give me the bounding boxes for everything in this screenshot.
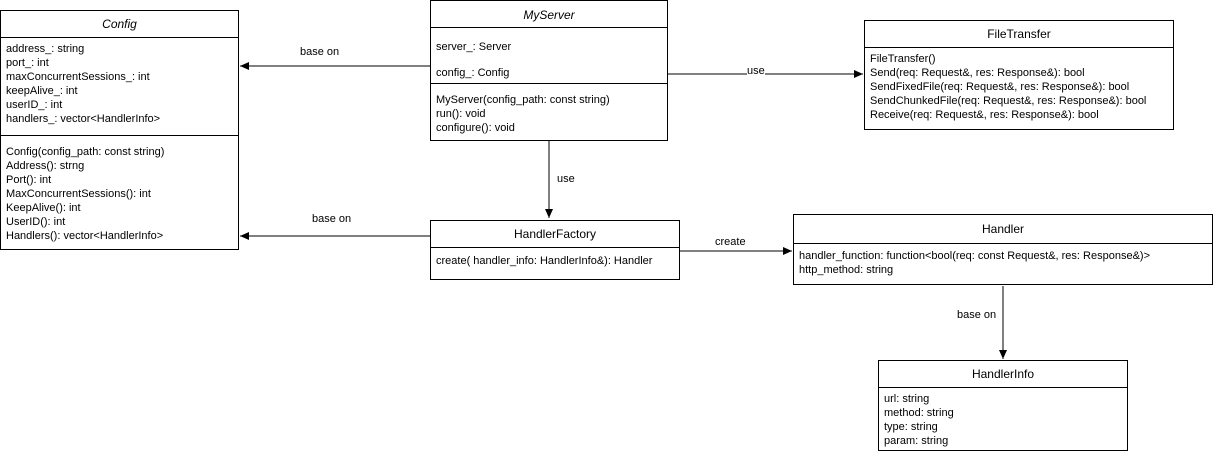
method: MaxConcurrentSessions(): int xyxy=(6,188,151,200)
class-myserver-attributes: server_: Server config_: Config xyxy=(431,28,667,83)
method: SendFixedFile(req: Request&, res: Respon… xyxy=(870,81,1130,93)
method: configure(): void xyxy=(436,122,515,134)
attribute: handler_function: function<bool(req: con… xyxy=(799,250,1150,262)
attribute: keepAlive_: int xyxy=(6,85,78,97)
method: Receive(req: Request&, res: Response&): … xyxy=(870,109,1099,121)
attribute: maxConcurrentSessions_: int xyxy=(6,71,150,83)
method: create( handler_info: HandlerInfo&): Han… xyxy=(436,255,653,267)
class-handler[interactable]: Handler handler_function: function<bool(… xyxy=(793,214,1213,285)
method: MyServer(config_path: const string) xyxy=(436,94,610,106)
relation-label-handlerfactory-handler: create xyxy=(715,236,746,248)
attribute: param: string xyxy=(884,435,949,447)
class-handlerinfo[interactable]: HandlerInfo url: string method: string t… xyxy=(878,360,1128,451)
class-handler-attributes: handler_function: function<bool(req: con… xyxy=(794,244,1212,280)
method: Port(): int xyxy=(6,174,52,186)
class-handler-name: Handler xyxy=(794,215,1212,244)
attribute: type: string xyxy=(884,421,938,433)
method: Address(): strng xyxy=(6,160,85,172)
method: Config(config_path: const string) xyxy=(6,146,165,158)
class-handlerfactory[interactable]: HandlerFactory create( handler_info: Han… xyxy=(430,220,680,280)
attribute: server_: Server xyxy=(436,41,512,53)
attribute: address_: string xyxy=(6,43,85,55)
attribute: method: string xyxy=(884,407,954,419)
method: KeepAlive(): int xyxy=(6,202,81,214)
attribute: handlers_: vector<HandlerInfo> xyxy=(6,113,161,125)
attribute: http_method: string xyxy=(799,264,894,276)
class-filetransfer-methods: FileTransfer() Send(req: Request&, res: … xyxy=(865,48,1173,125)
class-handlerinfo-name: HandlerInfo xyxy=(879,361,1127,388)
method: run(): void xyxy=(436,108,486,120)
attribute: port_: int xyxy=(6,57,49,69)
method: UserID(): int xyxy=(6,216,66,228)
class-config-attributes: address_: string port_: int maxConcurren… xyxy=(1,38,238,135)
method: FileTransfer() xyxy=(870,53,936,65)
relation-label-myserver-config: base on xyxy=(300,46,340,58)
relation-label-handler-handlerinfo: base on xyxy=(957,309,997,321)
relation-label-myserver-filetransfer: use xyxy=(747,65,765,77)
class-filetransfer-name: FileTransfer xyxy=(865,21,1173,48)
relation-label-handlerfactory-config: base on xyxy=(312,213,352,225)
attribute: config_: Config xyxy=(436,67,510,79)
class-config-methods: Config(config_path: const string) Addres… xyxy=(1,135,238,246)
class-config-name: Config xyxy=(1,11,238,38)
class-handlerfactory-methods: create( handler_info: HandlerInfo&): Han… xyxy=(431,248,679,271)
relation-label-myserver-handlerfactory: use xyxy=(557,173,575,185)
class-handlerinfo-attributes: url: string method: string type: string … xyxy=(879,388,1127,451)
method: Send(req: Request&, res: Response&): boo… xyxy=(870,67,1085,79)
class-handlerfactory-name: HandlerFactory xyxy=(431,221,679,248)
class-myserver-methods: MyServer(config_path: const string) run(… xyxy=(431,83,667,138)
class-config[interactable]: Config address_: string port_: int maxCo… xyxy=(0,10,239,250)
method: SendChunkedFile(req: Request&, res: Resp… xyxy=(870,95,1147,107)
class-myserver[interactable]: MyServer server_: Server config_: Config… xyxy=(430,0,668,141)
class-filetransfer[interactable]: FileTransfer FileTransfer() Send(req: Re… xyxy=(864,20,1174,130)
method: Handlers(): vector<HandlerInfo> xyxy=(6,230,164,242)
class-myserver-name: MyServer xyxy=(431,1,667,28)
attribute: url: string xyxy=(884,393,930,405)
attribute: userID_: int xyxy=(6,99,63,111)
